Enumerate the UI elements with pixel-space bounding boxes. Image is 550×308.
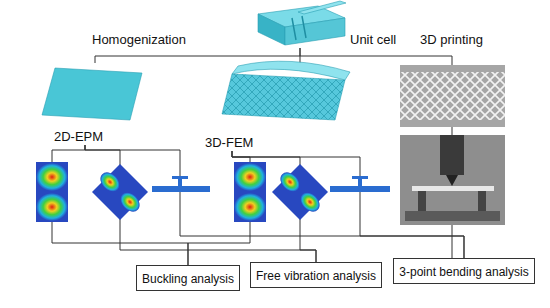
branch-line — [452, 225, 453, 258]
figure-label: 2D-EPM — [54, 129, 103, 144]
buckling-mode-plot — [234, 162, 266, 222]
lattice-plate-model — [222, 61, 350, 120]
printed-specimen-photo — [400, 65, 505, 127]
analysis-box: Free vibration analysis — [250, 262, 382, 288]
beam-model — [330, 176, 390, 192]
connector — [85, 145, 316, 262]
buckling-mode-plot — [36, 162, 68, 222]
branch-line — [300, 56, 452, 65]
unit-cell-model — [258, 1, 346, 45]
beam-model — [152, 176, 210, 192]
branch-label: 3D printing — [420, 32, 483, 47]
figure-node: 3D-FEM — [205, 63, 355, 151]
figure-node: 2D-EPM — [40, 63, 150, 145]
branch-label: Homogenization — [92, 32, 186, 47]
analysis-box: 3-point bending analysis — [393, 258, 534, 284]
figure-label: 3D-FEM — [205, 135, 253, 150]
vibration-mode-plot — [272, 164, 328, 220]
branch-line — [452, 127, 453, 135]
box-label: Free vibration analysis — [256, 269, 376, 283]
figure-node: Unit cell — [255, 0, 405, 48]
connector — [300, 48, 301, 63]
box-label: 3-point bending analysis — [399, 265, 528, 279]
vibration-mode-plot — [92, 164, 148, 220]
analysis-box: Buckling analysis — [136, 265, 240, 291]
figure-label: Unit cell — [350, 32, 396, 47]
plate-model — [42, 68, 142, 120]
connector — [95, 48, 300, 63]
bending-test-photo — [400, 135, 505, 225]
box-label: Buckling analysis — [142, 272, 234, 286]
